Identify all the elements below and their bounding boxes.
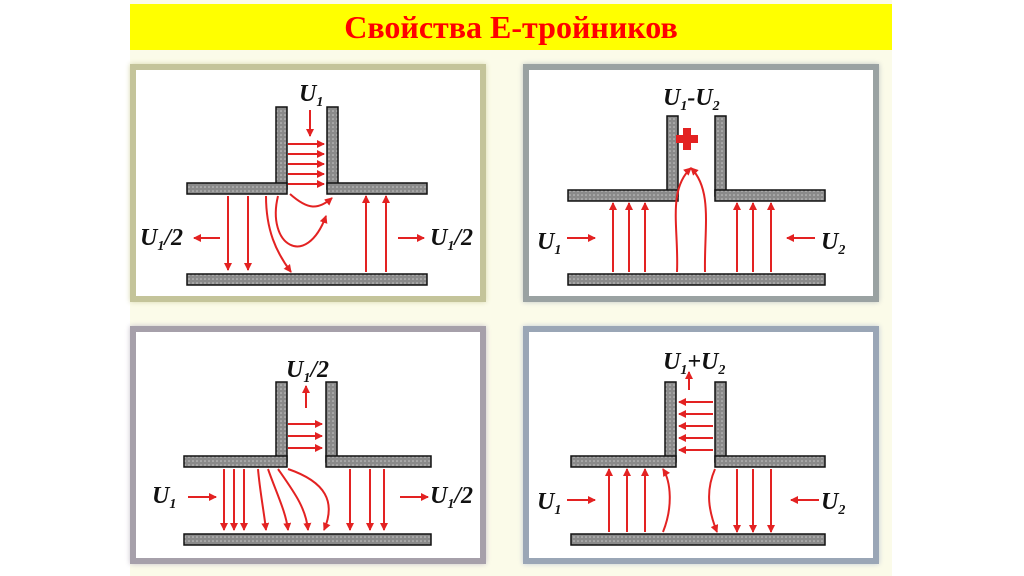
right-arm-wall [325, 381, 338, 463]
bottom-wall [186, 273, 428, 286]
panel-top-right: U1-U2 U1 U2 [523, 64, 879, 302]
field-arrows [567, 371, 819, 533]
left-arm-wall [664, 381, 677, 463]
left-top-wall [570, 455, 677, 468]
label-left: U1 [537, 489, 562, 518]
panel-bottom-right: U1+U2 U1 U2 [523, 326, 879, 564]
left-arm-wall [275, 381, 288, 463]
slide-title: Свойства Е-тройников [344, 8, 678, 45]
title-bar: Свойства Е-тройников [130, 4, 892, 50]
left-arm-wall [275, 106, 288, 190]
tee-diagram-4 [567, 371, 826, 546]
label-top: U1/2 [286, 357, 330, 386]
left-arm-wall [666, 115, 679, 197]
label-top: U1-U2 [663, 85, 720, 114]
right-top-wall [714, 455, 826, 468]
label-right: U1/2 [430, 483, 474, 512]
label-right: U1/2 [430, 225, 474, 254]
right-top-wall [325, 455, 432, 468]
waveguide-walls [186, 106, 428, 286]
bottom-wall [570, 533, 826, 546]
label-left: U1 [152, 483, 177, 512]
field-arrows [188, 385, 429, 531]
panel-bottom-left: U1/2 U1 U1/2 [130, 326, 486, 564]
left-top-wall [183, 455, 288, 468]
label-top: U1+U2 [663, 349, 726, 378]
bottom-wall [567, 273, 826, 286]
right-top-wall [326, 182, 428, 195]
field-arrows [193, 110, 425, 273]
tee-diagram-3 [183, 381, 432, 546]
plus-sign [676, 128, 698, 150]
bottom-wall [183, 533, 432, 546]
label-right: U2 [821, 489, 846, 518]
panel-top-left: U1 U1/2 U1/2 [130, 64, 486, 302]
left-top-wall [567, 189, 679, 202]
right-arm-wall [714, 381, 727, 463]
tee-diagram-2 [567, 115, 826, 286]
label-top: U1 [299, 81, 324, 110]
left-top-wall [186, 182, 288, 195]
field-arrows [567, 167, 815, 273]
right-arm-wall [326, 106, 339, 190]
tee-diagram-1 [186, 106, 428, 286]
right-top-wall [714, 189, 826, 202]
label-right: U2 [821, 229, 846, 258]
label-left: U1 [537, 229, 562, 258]
label-left: U1/2 [140, 225, 184, 254]
right-arm-wall [714, 115, 727, 197]
